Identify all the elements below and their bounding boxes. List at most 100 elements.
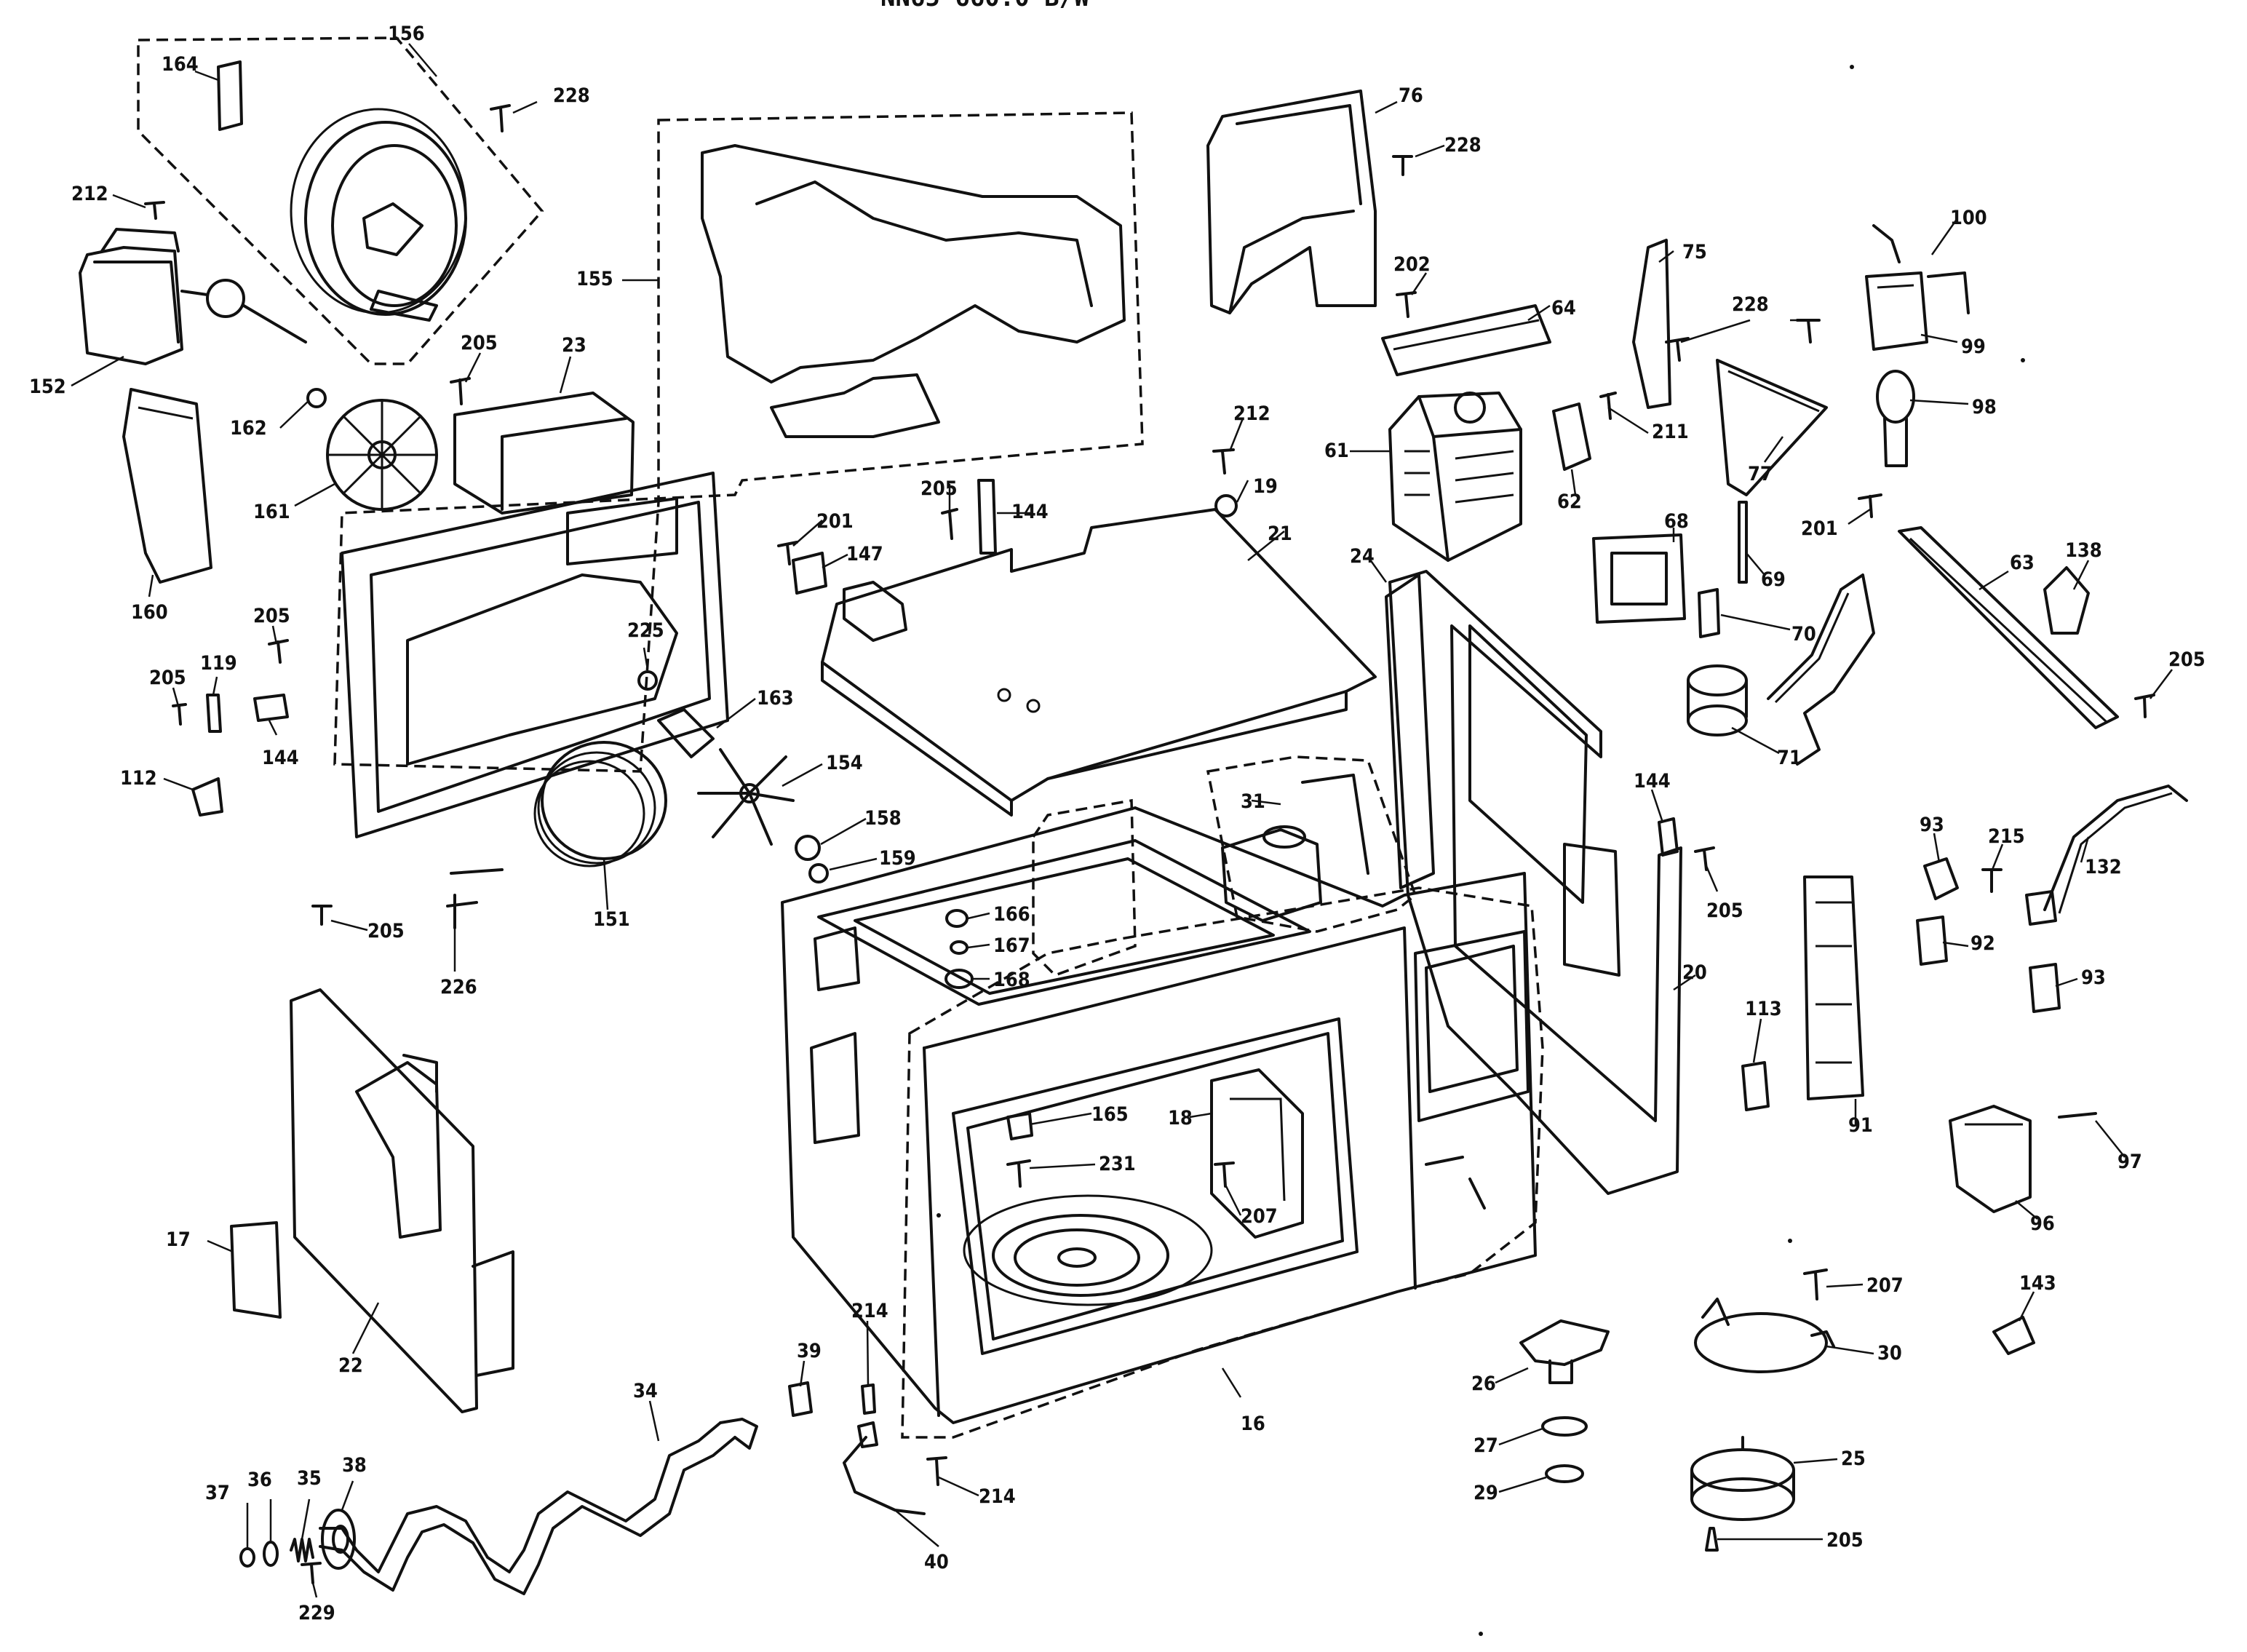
callout-37: 37 [205, 1482, 230, 1504]
stray-dot-d [936, 1213, 941, 1218]
callout-61: 61 [1324, 440, 1349, 462]
callout-226: 226 [440, 976, 477, 998]
part-228-screw-c [1665, 337, 1690, 362]
part-19-nut [1214, 494, 1238, 517]
part-147-clamp [792, 552, 827, 595]
callout-159: 159 [879, 847, 916, 870]
part-group-31 [1206, 755, 1417, 933]
callout-231: 231 [1099, 1153, 1136, 1175]
part-228-screw [490, 104, 511, 132]
part-96-damper [1949, 1105, 2032, 1213]
part-202-screw [1396, 291, 1417, 318]
callout-205-c: 205 [149, 667, 186, 689]
callout-162: 162 [230, 417, 267, 440]
part-144-clip-b [977, 479, 997, 555]
part-29-roller [1545, 1464, 1584, 1483]
callout-40: 40 [924, 1551, 949, 1573]
part-112-fuse-clip [191, 777, 223, 817]
leader-lines [71, 43, 2173, 1598]
callout-62: 62 [1557, 491, 1582, 513]
callout-16: 16 [1241, 1413, 1265, 1435]
callout-24: 24 [1350, 545, 1375, 568]
callout-144-b: 144 [1011, 501, 1049, 523]
callout-26: 26 [1471, 1373, 1496, 1395]
callout-228: 228 [553, 84, 590, 107]
callout-76: 76 [1399, 84, 1423, 107]
part-37-nut [239, 1547, 255, 1568]
part-163-roller [657, 708, 715, 758]
diagram-title-fragment: NN65 660.0 B/W [880, 0, 1089, 12]
callout-132: 132 [2085, 856, 2122, 878]
callout-168: 168 [993, 969, 1030, 991]
part-25-motor [1690, 1436, 1795, 1521]
callout-152: 152 [29, 376, 66, 398]
callout-229: 229 [298, 1602, 335, 1624]
part-205-screw-f [2134, 694, 2155, 718]
part-38-bracket [321, 1509, 356, 1570]
callout-112: 112 [120, 767, 157, 790]
part-166-grommet [945, 909, 969, 928]
part-64-stay [1381, 304, 1551, 376]
callout-207-a: 207 [1866, 1274, 1904, 1297]
part-36-washer [263, 1541, 279, 1567]
callout-143: 143 [2019, 1272, 2056, 1295]
callout-92: 92 [1970, 932, 1995, 955]
callout-30: 30 [1877, 1342, 1902, 1365]
callout-35: 35 [297, 1467, 322, 1490]
part-75-plate [1632, 239, 1671, 409]
callout-167: 167 [993, 934, 1030, 957]
callout-214-b: 214 [979, 1485, 1016, 1508]
part-201-screw-b [1858, 493, 1882, 518]
callout-144-c: 144 [1634, 770, 1671, 793]
callout-21: 21 [1268, 523, 1292, 545]
callout-202: 202 [1393, 253, 1431, 276]
part-205-screw-e [941, 508, 958, 540]
part-144-clip-a [253, 694, 289, 722]
part-97-shaft [2058, 1112, 2097, 1119]
callout-64: 64 [1551, 297, 1576, 319]
callout-labels: 156 164 228 212 152 162 155 205 23 161 1… [29, 23, 2206, 1624]
part-207-screw-a [1803, 1268, 1828, 1300]
stray-dot-c [1788, 1239, 1792, 1243]
part-group-166-168 [944, 798, 1137, 989]
callout-205-h: 205 [1826, 1529, 1864, 1552]
part-23-air-guide [453, 392, 635, 515]
part-30-stirrer [1694, 1298, 1835, 1373]
callout-147: 147 [846, 543, 883, 565]
part-231-screw [1006, 1159, 1031, 1188]
callout-144-a: 144 [262, 747, 299, 769]
callout-215: 215 [1988, 825, 2025, 848]
callout-38: 38 [342, 1454, 367, 1477]
callout-71: 71 [1777, 747, 1802, 769]
part-20-side-panel [1388, 570, 1682, 1195]
part-17-label-plate [230, 1221, 282, 1319]
callout-155: 155 [576, 268, 613, 290]
part-77-cover [1716, 359, 1828, 496]
part-70-diode [1698, 588, 1720, 638]
callout-205-e: 205 [920, 477, 958, 500]
callout-212: 212 [71, 183, 108, 205]
callout-214-a: 214 [851, 1300, 888, 1322]
callout-100: 100 [1950, 207, 1987, 229]
part-205-screw-h [1694, 846, 1715, 871]
part-215-screw [1981, 868, 2003, 893]
callout-212-b: 212 [1233, 402, 1270, 425]
callout-228-c: 228 [1732, 293, 1769, 316]
callout-156: 156 [388, 23, 425, 45]
part-228-screw-d [1796, 319, 1821, 343]
part-205-screw-d [311, 905, 333, 926]
part-39-clip [788, 1381, 813, 1417]
part-211-screw [1599, 392, 1617, 420]
part-156-fan-motor [290, 108, 467, 322]
callout-31: 31 [1241, 790, 1265, 813]
callout-93-b: 93 [2081, 966, 2106, 989]
part-35-spring [290, 1538, 314, 1562]
part-144-clip-c [1658, 817, 1679, 857]
callout-164: 164 [162, 53, 199, 76]
part-152-motor [79, 228, 307, 365]
callout-154: 154 [826, 752, 863, 774]
callout-201-b: 201 [1801, 517, 1838, 540]
callout-29: 29 [1474, 1482, 1498, 1504]
callout-63: 63 [2010, 552, 2035, 574]
part-27-washer [1541, 1416, 1588, 1437]
